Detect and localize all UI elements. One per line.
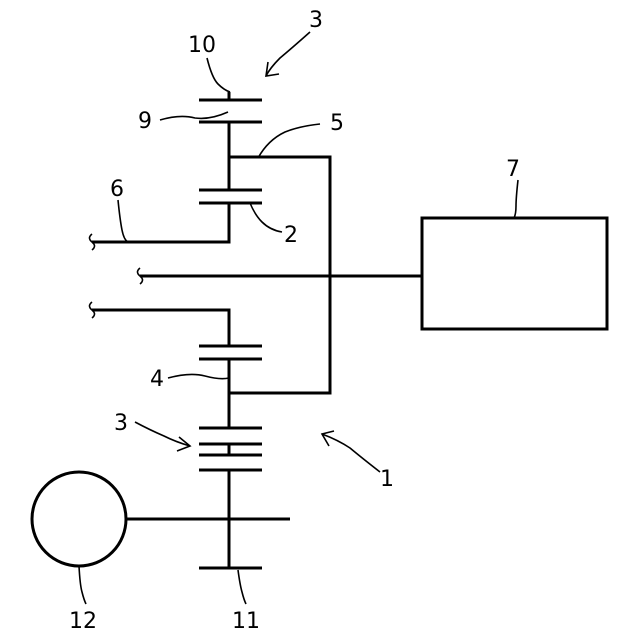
label-ref-6: 6 [110,177,124,202]
label-ref-11: 11 [232,609,260,634]
label-ref-10: 10 [188,33,216,58]
label-ref-12: 12 [69,609,97,634]
label-ref-7: 7 [506,157,520,182]
lower-clutch-plates [199,428,262,568]
leader-lines [79,58,518,604]
label-ref-5: 5 [330,111,344,136]
gear-4-plates [199,346,262,428]
circle-12-assembly [32,472,290,566]
lower-input-shaft [90,302,230,346]
label-ref-2: 2 [284,223,298,248]
label-ref-1: 1 [380,467,394,492]
upper-clutch-plates [199,92,262,157]
label-ref-3-top: 3 [309,8,323,33]
label-ref-4: 4 [150,367,164,392]
label-ref-3-bottom: 3 [114,411,128,436]
main-shaft [138,268,423,284]
shaft-6 [90,203,230,250]
label-ref-9: 9 [138,109,152,134]
gear-2-plates [199,190,262,203]
box-7 [422,218,607,329]
arrows [135,32,380,472]
